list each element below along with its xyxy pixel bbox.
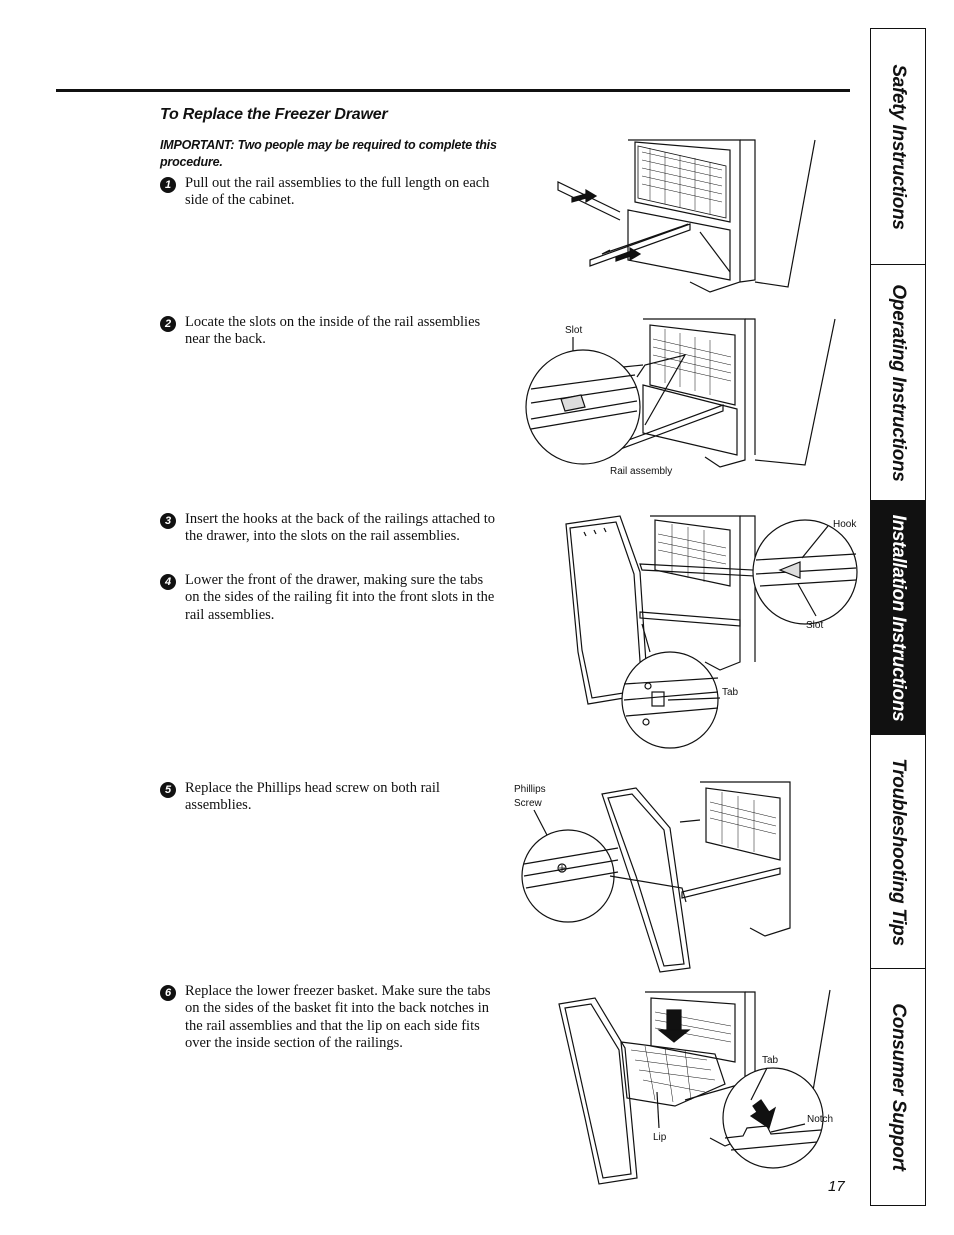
step-number: 2	[160, 316, 176, 332]
callout-slot: Slot	[565, 325, 582, 336]
step-text: Locate the slots on the inside of the ra…	[185, 314, 481, 348]
tab-label: Operating Instructions	[888, 283, 909, 482]
step-2: 2 Locate the slots on the inside of the …	[160, 314, 500, 349]
tab-operating-instructions[interactable]: Operating Instructions	[871, 265, 925, 501]
callout-slot-b: Slot	[806, 620, 823, 631]
step-text: Replace the lower freezer basket. Make s…	[185, 983, 491, 1051]
tab-installation-instructions[interactable]: Installation Instructions	[871, 501, 925, 735]
section-sidebar: Safety Instructions Operating Instructio…	[870, 28, 926, 1206]
step-text: Insert the hooks at the back of the rail…	[185, 511, 496, 545]
step-text: Replace the Phillips head screw on both …	[185, 780, 440, 814]
important-note: IMPORTANT: Two people may be required to…	[160, 138, 497, 169]
illustration-phillips-screw: Phillips Screw	[514, 781, 791, 973]
header-rule	[56, 89, 850, 92]
step-text: Pull out the rail assemblies to the full…	[185, 175, 490, 209]
step-4: 4 Lower the front of the drawer, making …	[160, 572, 500, 624]
step-number: 1	[160, 177, 176, 193]
illustration-rail-slots: Slot Rail assembly	[525, 318, 836, 477]
tab-label: Troubleshooting Tips	[888, 757, 909, 946]
illustration-rails-extended	[557, 139, 816, 293]
step-1: 1 Pull out the rail assemblies to the fu…	[160, 175, 500, 210]
tab-consumer-support[interactable]: Consumer Support	[871, 969, 925, 1205]
tab-troubleshooting-tips[interactable]: Troubleshooting Tips	[871, 735, 925, 969]
callout-tab: Tab	[722, 687, 739, 698]
page-number: 17	[828, 1178, 845, 1195]
tab-label: Safety Instructions	[888, 63, 909, 230]
callout-rail-assembly: Rail assembly	[610, 466, 672, 477]
step-number: 3	[160, 513, 176, 529]
step-text: Lower the front of the drawer, making su…	[185, 572, 495, 623]
callout-lip: Lip	[653, 1132, 667, 1143]
tab-label: Installation Instructions	[888, 514, 909, 721]
step-3: 3 Insert the hooks at the back of the ra…	[160, 511, 500, 546]
step-number: 5	[160, 782, 176, 798]
callout-notch: Notch	[807, 1114, 833, 1125]
step-6: 6 Replace the lower freezer basket. Make…	[160, 983, 500, 1052]
section-title: To Replace the Freezer Drawer	[160, 106, 388, 123]
step-number: 4	[160, 574, 176, 590]
step-number: 6	[160, 985, 176, 1001]
tab-safety-instructions[interactable]: Safety Instructions	[871, 29, 925, 265]
step-5: 5 Replace the Phillips head screw on bot…	[160, 780, 500, 815]
callout-phillips: Phillips	[514, 784, 546, 795]
illustration-drawer-hooks: Hook Slot Tab	[565, 515, 858, 749]
illustration-freezer-basket: Tab Notch Lip	[558, 989, 833, 1185]
callout-screw: Screw	[514, 798, 543, 809]
callout-tab-b: Tab	[762, 1055, 779, 1066]
callout-hook: Hook	[833, 519, 857, 530]
tab-label: Consumer Support	[888, 1003, 909, 1171]
